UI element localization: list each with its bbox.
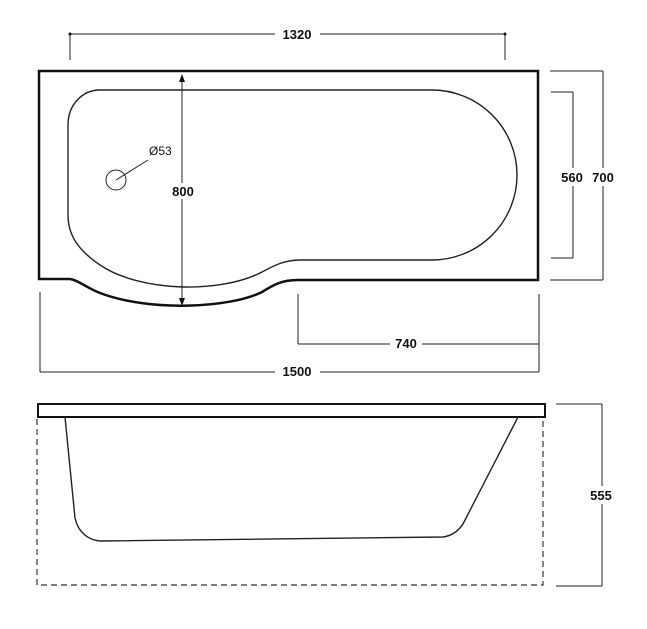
inner-width-label: 560: [561, 170, 583, 185]
dimension-1500: 1500: [39, 292, 539, 380]
width-label: 700: [592, 170, 614, 185]
dimension-560: 560: [551, 91, 585, 259]
side-view: 555: [36, 403, 618, 587]
drain: Ø53: [105, 144, 172, 191]
max-width-label: 800: [172, 184, 194, 199]
top-length-label: 1320: [283, 27, 312, 42]
drain-hole-icon: [105, 169, 127, 191]
height-label: 555: [590, 488, 612, 503]
basin-outline-top: [67, 89, 518, 288]
top-view: Ø53 800 1320 560: [37, 26, 618, 380]
dimension-740: 740: [297, 294, 540, 372]
dimension-1320: 1320: [68, 26, 507, 60]
bath-outline-top: [37, 69, 540, 307]
dashed-panel-outline: [36, 416, 544, 586]
straight-section-label: 740: [395, 336, 417, 351]
basin-profile: [64, 416, 519, 542]
drain-diameter-label: Ø53: [149, 144, 172, 158]
dimension-700: 700: [550, 70, 618, 281]
bath-rim: [37, 403, 546, 418]
dimension-555: 555: [556, 403, 618, 587]
dimension-800: 800: [168, 74, 198, 306]
overall-length-label: 1500: [283, 364, 312, 379]
